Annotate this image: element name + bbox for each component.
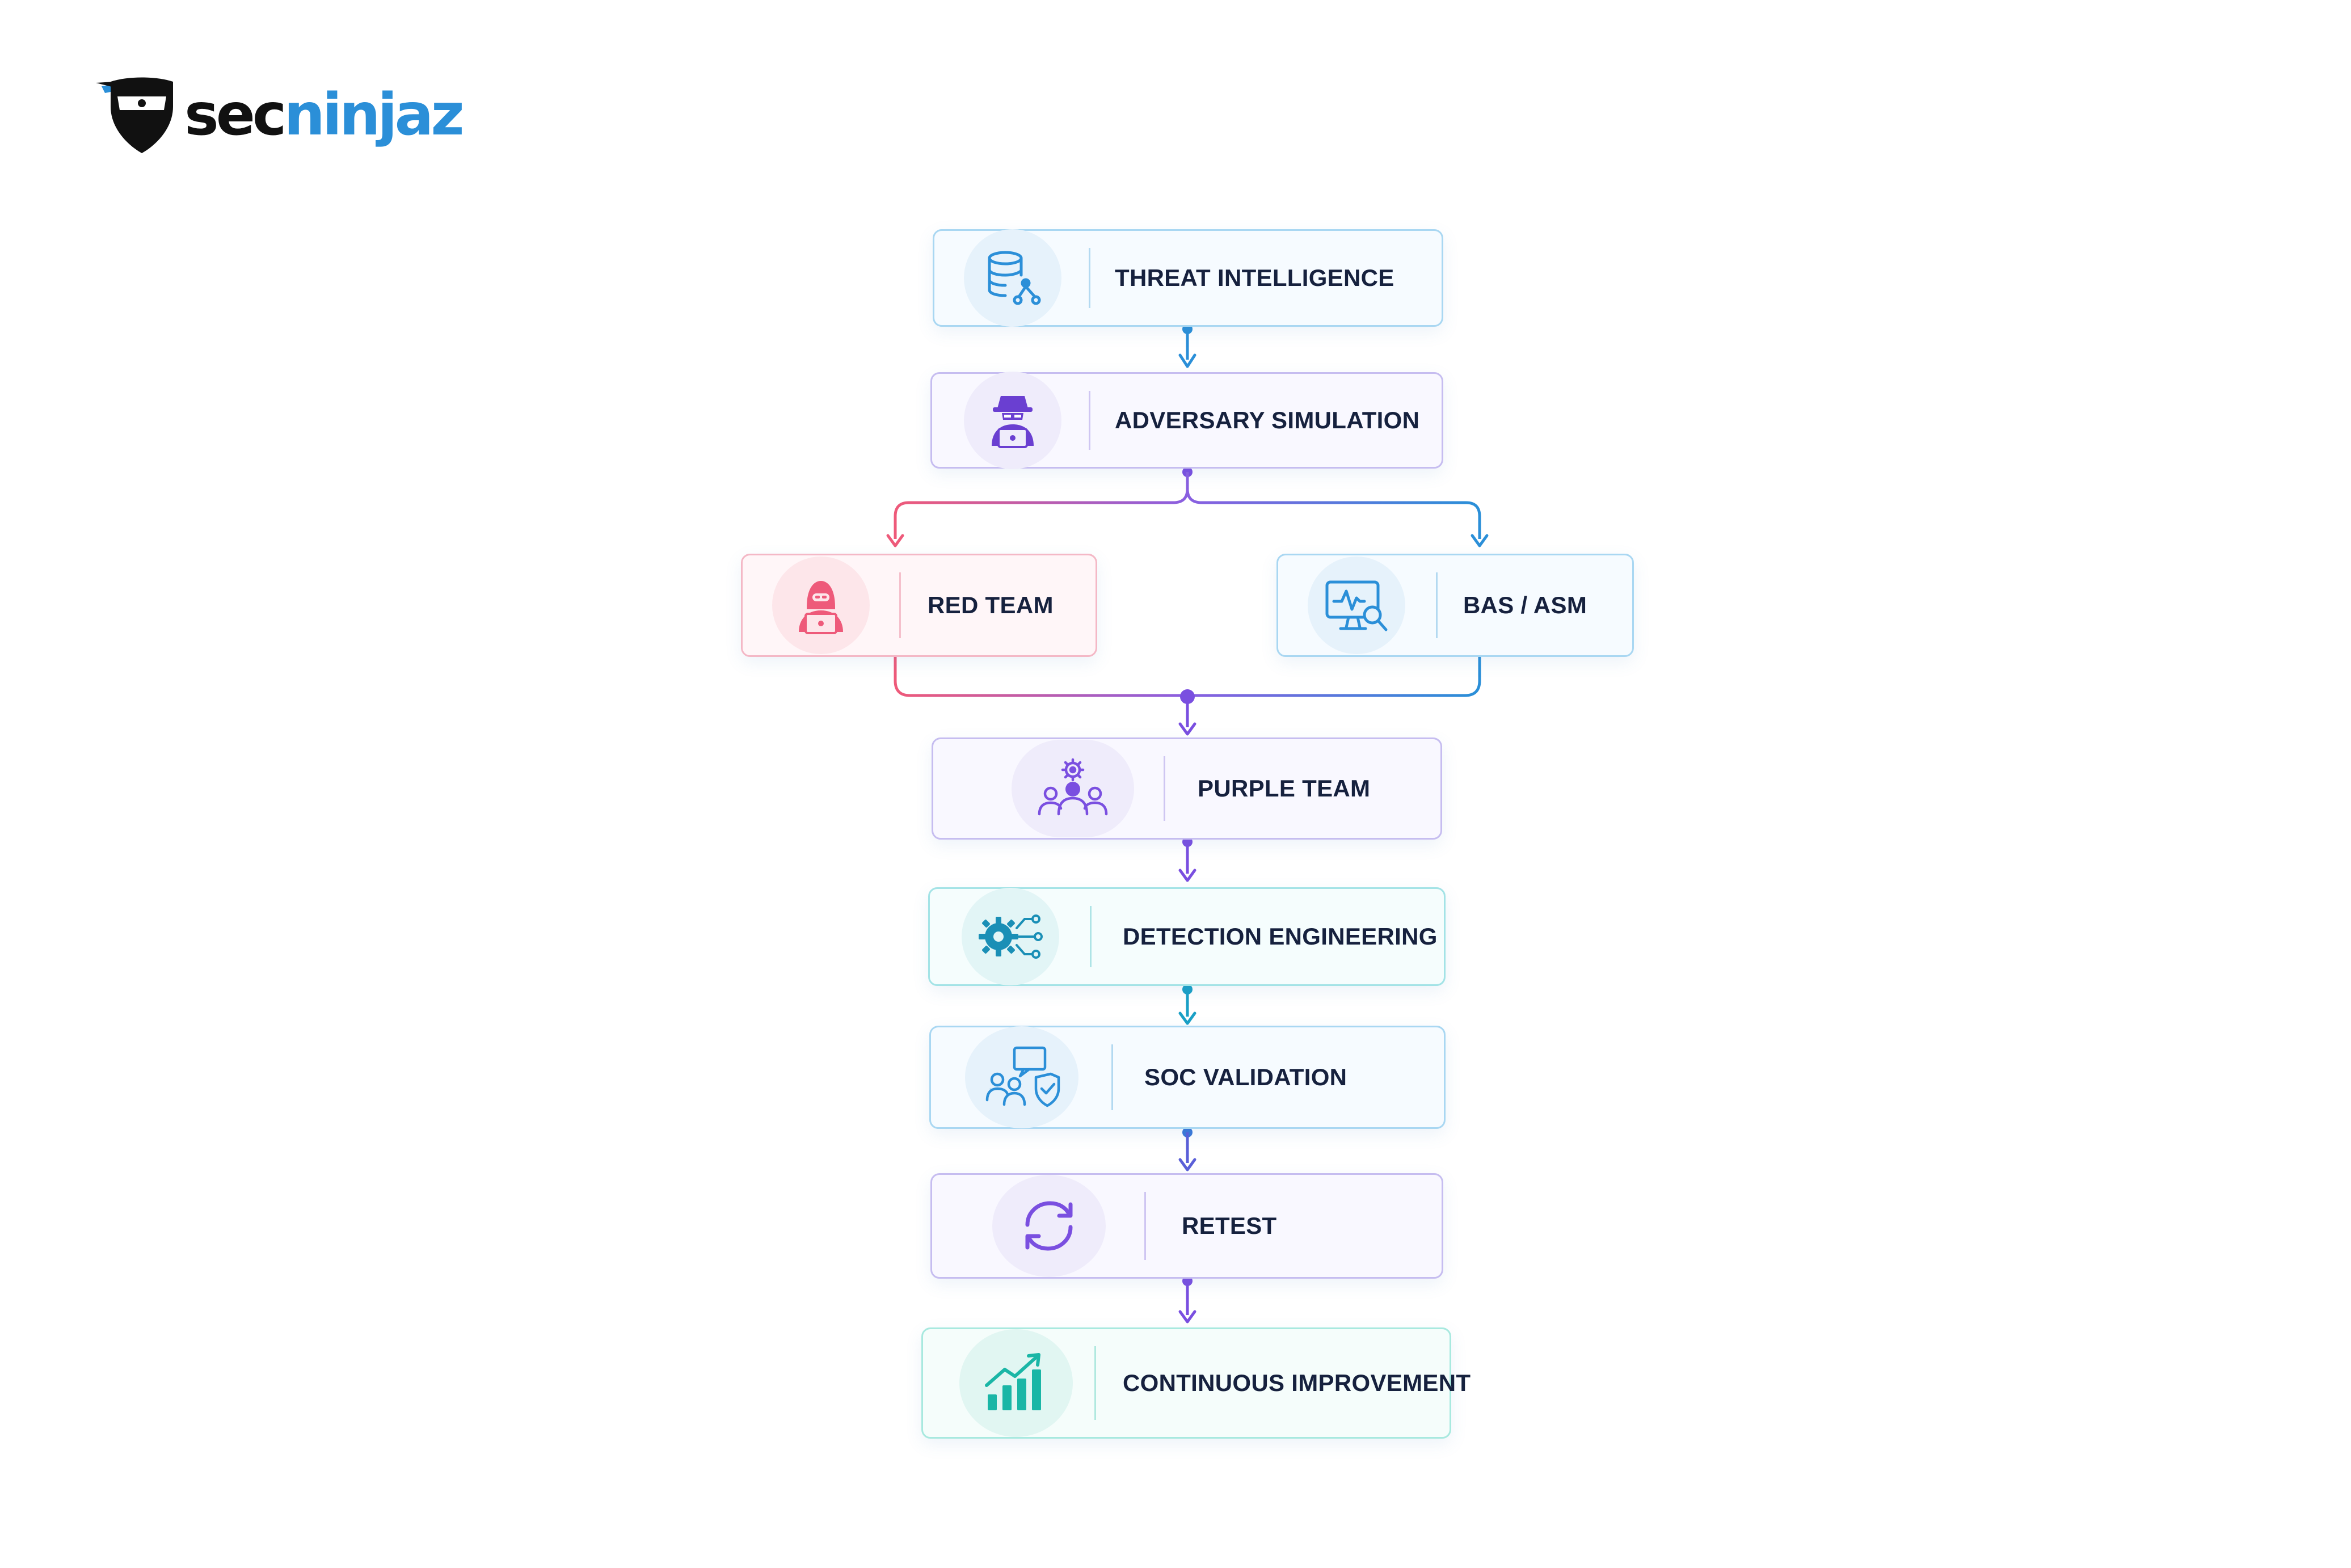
brand-logo: secninjaz bbox=[94, 74, 465, 159]
database-network-icon bbox=[988, 251, 1041, 305]
node-detection-engineering: DETECTION ENGINEERING bbox=[928, 887, 1446, 986]
node-icon-circle bbox=[992, 1175, 1106, 1277]
connector-soc-to-retest bbox=[1178, 1127, 1196, 1171]
team-shield-check-icon bbox=[985, 1046, 1060, 1107]
connector-retest-to-ci bbox=[1178, 1276, 1196, 1323]
node-label: RED TEAM bbox=[928, 592, 1054, 618]
node-label: BAS / ASM bbox=[1463, 592, 1587, 618]
monitor-search-icon bbox=[1325, 580, 1388, 631]
ninja-shield-icon bbox=[96, 77, 173, 153]
connector-de-to-soc bbox=[1178, 984, 1196, 1025]
node-separator bbox=[1090, 906, 1092, 967]
node-icon-circle bbox=[1308, 557, 1405, 654]
node-red-team: RED TEAM bbox=[741, 554, 1097, 657]
node-retest: RETEST bbox=[930, 1173, 1443, 1279]
node-separator bbox=[1144, 1192, 1146, 1260]
node-icon-circle bbox=[965, 1026, 1078, 1128]
node-label: DETECTION ENGINEERING bbox=[1123, 923, 1438, 950]
node-icon-circle bbox=[772, 557, 870, 654]
node-label: ADVERSARY SIMULATION bbox=[1115, 407, 1420, 433]
node-separator bbox=[1089, 391, 1090, 450]
node-label: CONTINUOUS IMPROVEMENT bbox=[1123, 1369, 1471, 1396]
connector-as-split bbox=[886, 467, 1489, 547]
node-separator bbox=[1164, 756, 1165, 821]
hooded-hacker-icon bbox=[799, 581, 843, 634]
brand-wordmark: secninjaz bbox=[184, 86, 465, 144]
node-continuous-improvement: CONTINUOUS IMPROVEMENT bbox=[921, 1327, 1471, 1439]
node-separator bbox=[1089, 248, 1090, 308]
node-icon-circle bbox=[959, 1329, 1073, 1437]
brand-name-part2: ninjaz bbox=[284, 81, 464, 149]
node-label: RETEST bbox=[1182, 1212, 1277, 1239]
node-adversary-simulation: ADVERSARY SIMULATION bbox=[930, 372, 1443, 469]
node-icon-circle bbox=[964, 229, 1061, 327]
node-separator bbox=[899, 572, 901, 638]
node-threat-intelligence: THREAT INTELLIGENCE bbox=[933, 229, 1443, 327]
node-icon-circle bbox=[962, 888, 1059, 985]
refresh-cycle-icon bbox=[1025, 1201, 1073, 1251]
node-purple-team: PURPLE TEAM bbox=[932, 737, 1442, 840]
node-separator bbox=[1094, 1346, 1096, 1420]
node-icon-circle bbox=[964, 372, 1061, 469]
node-separator bbox=[1111, 1044, 1113, 1110]
connector-pt-to-de bbox=[1178, 837, 1196, 882]
node-soc-validation: SOC VALIDATION bbox=[929, 1026, 1446, 1129]
node-label: SOC VALIDATION bbox=[1144, 1064, 1347, 1090]
node-label: PURPLE TEAM bbox=[1198, 775, 1371, 802]
node-separator bbox=[1436, 572, 1438, 638]
connector-merge bbox=[894, 657, 1481, 736]
brand-name-part1: sec bbox=[184, 81, 286, 149]
connector-ti-to-as bbox=[1178, 324, 1196, 368]
hacker-laptop-icon bbox=[992, 396, 1034, 448]
node-icon-circle bbox=[1012, 740, 1134, 837]
node-bas-asm: BAS / ASM bbox=[1276, 554, 1634, 657]
growth-chart-icon bbox=[985, 1353, 1041, 1410]
gear-circuit-icon bbox=[979, 914, 1043, 959]
node-label: THREAT INTELLIGENCE bbox=[1115, 264, 1394, 291]
team-gear-icon bbox=[1038, 758, 1108, 816]
